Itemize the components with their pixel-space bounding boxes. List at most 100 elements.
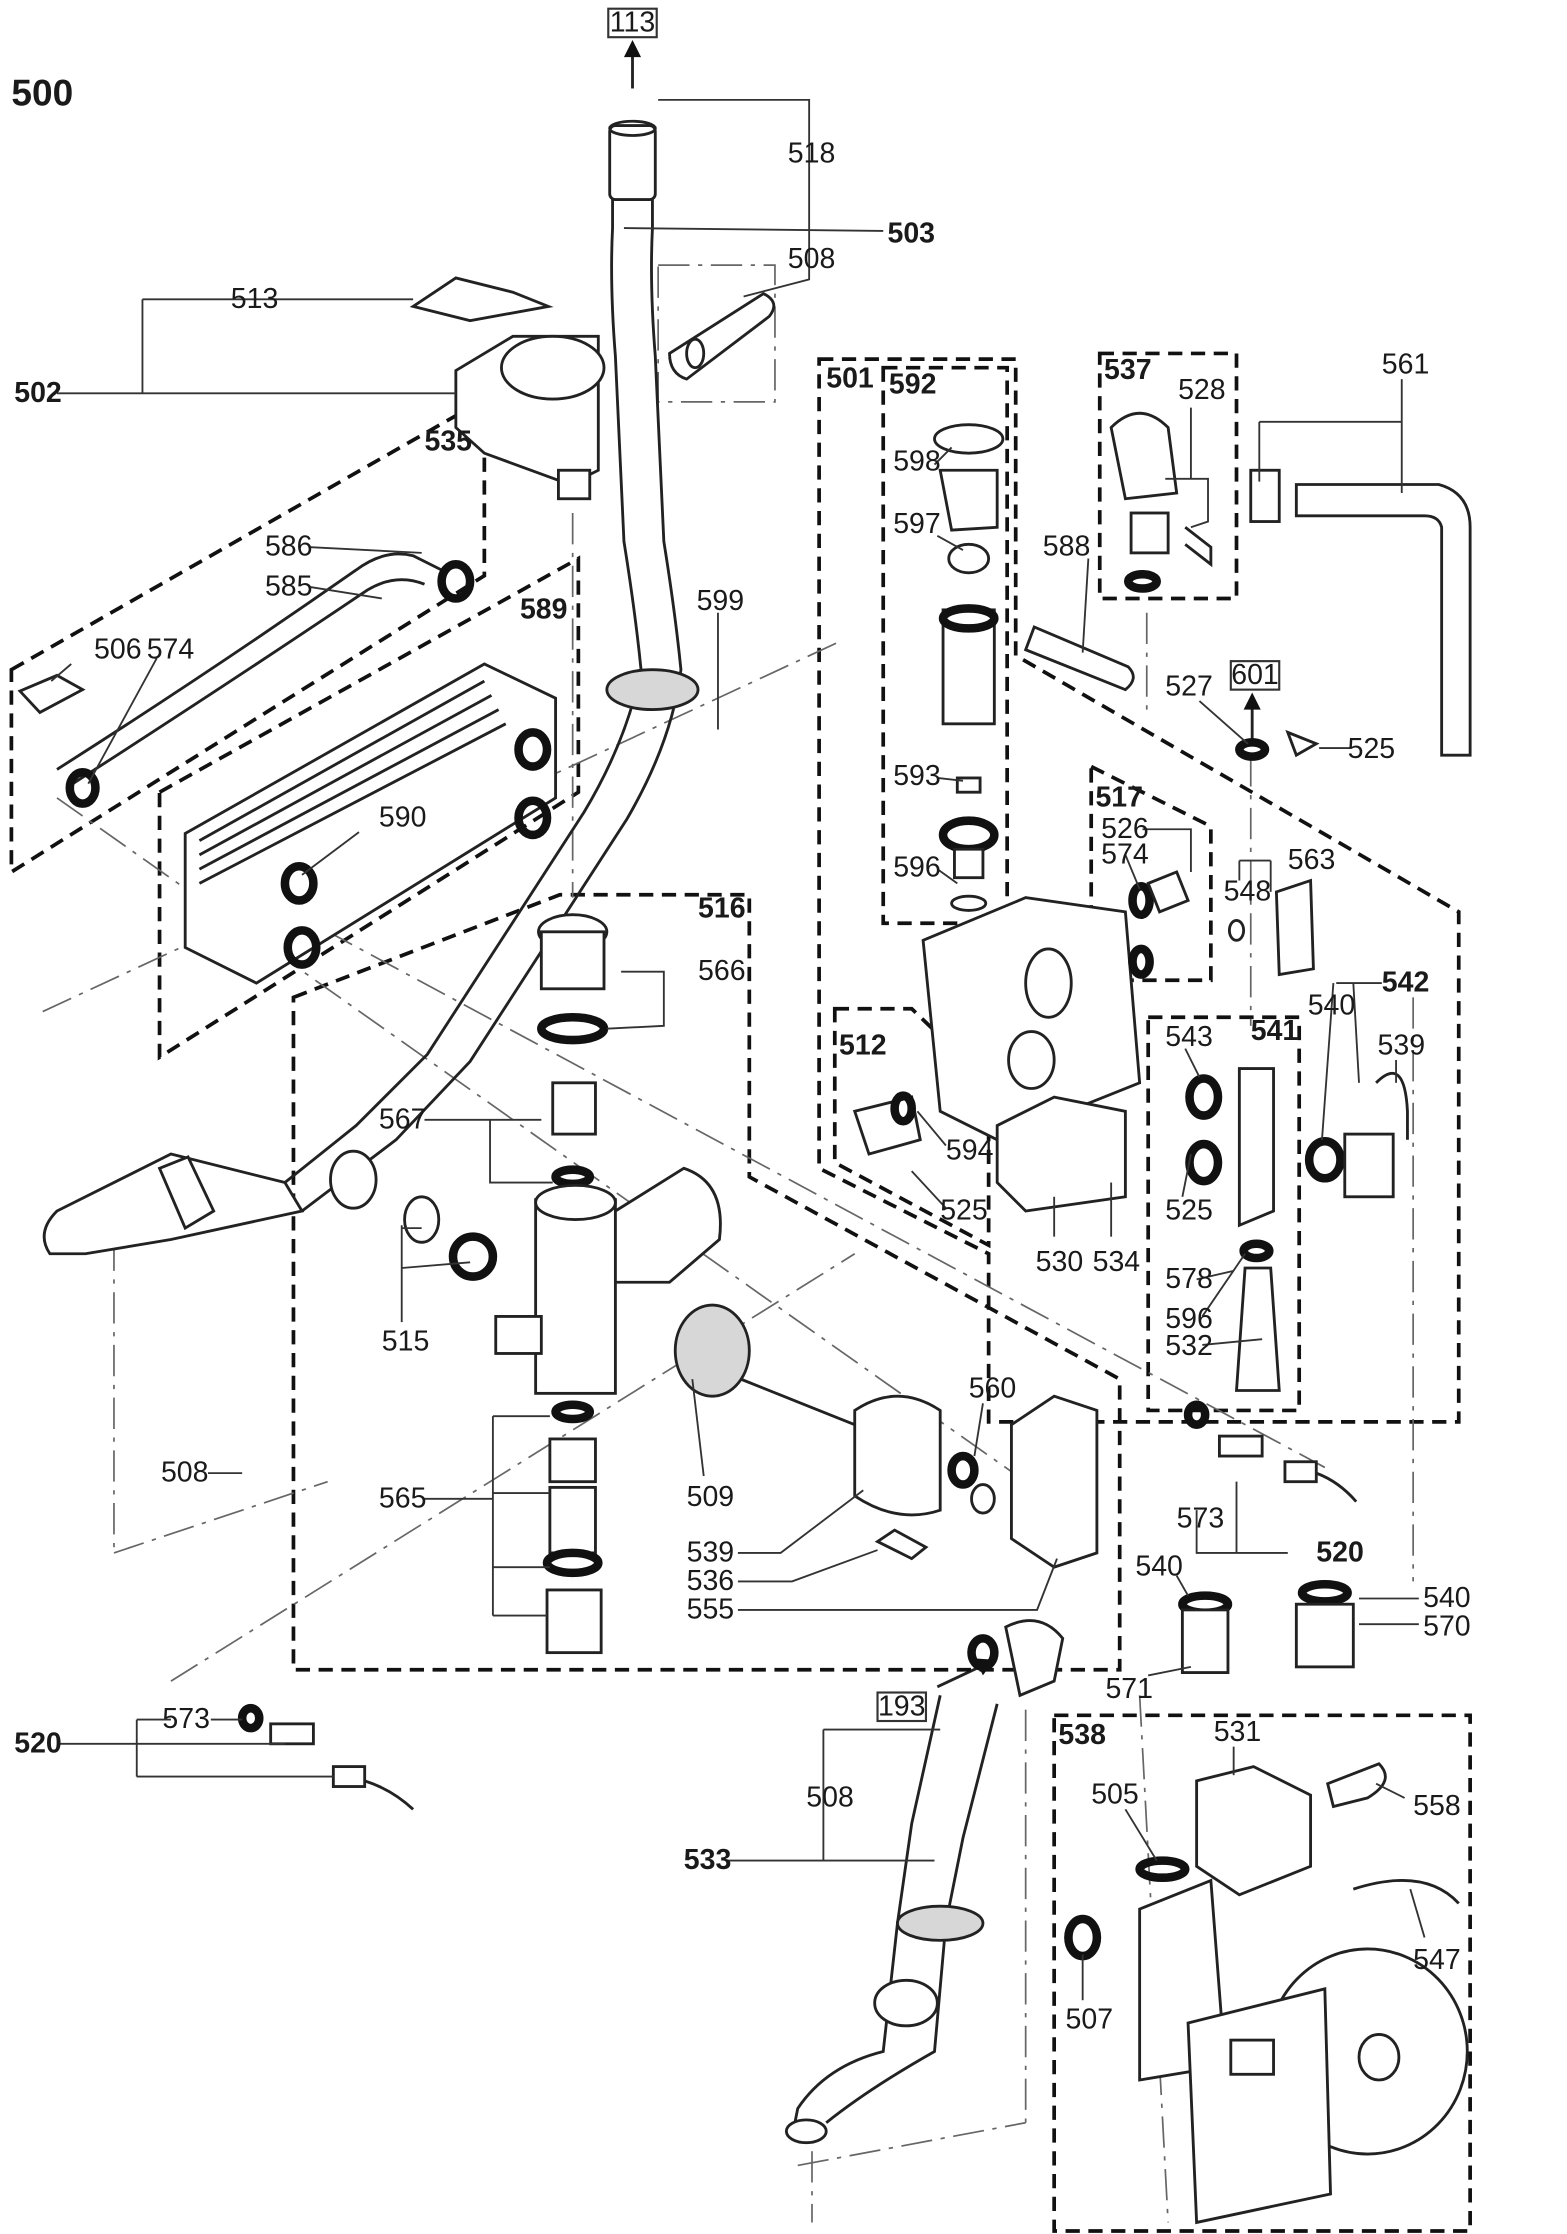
- label-537: 537: [1104, 354, 1152, 386]
- label-593: 593: [893, 760, 941, 792]
- label-538: 538: [1058, 1719, 1106, 1751]
- label-517: 517: [1095, 781, 1143, 813]
- label-508: 508: [161, 1457, 209, 1489]
- ref-193: 193: [876, 1658, 995, 1722]
- label-536: 536: [687, 1565, 735, 1597]
- label-505: 505: [1091, 1779, 1139, 1811]
- label-540: 540: [1135, 1551, 1183, 1583]
- label-596: 596: [1165, 1303, 1213, 1335]
- label-527: 527: [1165, 670, 1213, 702]
- group-538-box: [1052, 1713, 1472, 2233]
- label-507: 507: [1066, 2004, 1114, 2036]
- label-589: 589: [520, 593, 568, 625]
- part-heat-exchanger-502: [409, 276, 606, 501]
- label-597: 597: [893, 508, 941, 540]
- label-590: 590: [379, 801, 427, 833]
- label-573: 573: [162, 1703, 210, 1735]
- label-543: 543: [1165, 1021, 1213, 1053]
- part-563-valve: [1274, 878, 1315, 977]
- label-558: 558: [1413, 1790, 1461, 1822]
- part-valve-541: [1185, 1067, 1409, 1392]
- label-539: 539: [687, 1536, 735, 1568]
- group-537-box: [1097, 351, 1239, 601]
- part-pump-538: [1064, 1762, 1469, 2225]
- group-516-box: [291, 892, 1122, 1672]
- label-525: 525: [1165, 1195, 1213, 1227]
- label-532: 532: [1165, 1330, 1213, 1362]
- part-valve-body-516: [329, 913, 1099, 1655]
- part-sensor-573-left: [237, 1703, 415, 1811]
- label-520: 520: [14, 1727, 62, 1759]
- label-596: 596: [893, 851, 941, 883]
- label-525: 525: [1348, 733, 1396, 765]
- label-599: 599: [697, 585, 745, 617]
- part-588-clip: [1023, 625, 1135, 692]
- label-508: 508: [806, 1781, 854, 1813]
- label-518: 518: [788, 138, 836, 170]
- label-547: 547: [1413, 1944, 1461, 1976]
- group-501-box: [817, 357, 1461, 1424]
- centerlines: [42, 512, 1415, 2223]
- label-516: 516: [698, 893, 746, 925]
- label-555: 555: [687, 1593, 735, 1625]
- leader-lines: [50, 98, 1426, 2001]
- part-bypass-pipe-585: [17, 552, 475, 808]
- svg-text:193: 193: [878, 1690, 926, 1722]
- group-535-box: [9, 405, 487, 876]
- part-513: [409, 276, 554, 323]
- label-513: 513: [231, 283, 279, 315]
- label-525: 525: [940, 1195, 988, 1227]
- part-filter-592: [933, 423, 1005, 912]
- label-563: 563: [1288, 844, 1336, 876]
- part-558-clip: [1325, 1762, 1387, 1809]
- part-506-clip: [17, 673, 86, 715]
- label-567: 567: [379, 1103, 427, 1135]
- label-560: 560: [969, 1373, 1017, 1405]
- part-labels: 518 503 508 513 502 535 586 585 589 506 …: [14, 138, 1470, 2036]
- label-530: 530: [1036, 1246, 1084, 1278]
- label-515: 515: [382, 1326, 430, 1358]
- group-512-box: [832, 1006, 991, 1249]
- group-589-box: [157, 555, 581, 1061]
- label-541: 541: [1251, 1015, 1299, 1047]
- label-594: 594: [946, 1135, 994, 1167]
- part-couplings-540: [1178, 1579, 1355, 1674]
- label-598: 598: [893, 445, 941, 477]
- svg-text:601: 601: [1231, 659, 1279, 691]
- group-outlines: [9, 264, 1472, 2233]
- label-528: 528: [1178, 374, 1226, 406]
- part-manifold-501: [852, 896, 1142, 1213]
- group-541-box: [1146, 1015, 1302, 1413]
- label-508: 508: [788, 243, 836, 275]
- label-509: 509: [687, 1481, 735, 1513]
- label-578: 578: [1165, 1263, 1213, 1295]
- part-pipe-503: [42, 119, 700, 1256]
- label-592: 592: [889, 368, 937, 400]
- label-501: 501: [826, 363, 874, 395]
- label-531: 531: [1214, 1716, 1262, 1748]
- label-526: 526: [1101, 813, 1149, 845]
- part-diverter-503-inset: [668, 291, 776, 381]
- label-503: 503: [887, 217, 935, 249]
- figure-number: 500: [11, 72, 73, 114]
- part-return-pipe-533: [784, 1619, 1065, 2145]
- label-570: 570: [1423, 1611, 1471, 1643]
- part-plate-heat-exchanger-590: [183, 662, 557, 985]
- label-502: 502: [14, 377, 62, 409]
- label-512: 512: [839, 1029, 887, 1061]
- label-548: 548: [1224, 875, 1272, 907]
- label-540: 540: [1308, 989, 1356, 1021]
- label-585: 585: [265, 571, 313, 603]
- label-573: 573: [1177, 1502, 1225, 1534]
- svg-text:113: 113: [610, 6, 655, 38]
- label-571: 571: [1105, 1673, 1153, 1705]
- label-588: 588: [1043, 531, 1091, 563]
- label-542: 542: [1382, 967, 1430, 999]
- part-pressure-relief-561: [1023, 468, 1472, 761]
- label-574: 574: [147, 633, 195, 665]
- label-565: 565: [379, 1482, 427, 1514]
- label-506: 506: [94, 633, 142, 665]
- part-valve-517: [1128, 870, 1315, 979]
- part-530-bracket: [995, 1095, 1127, 1213]
- part-sensor-573-right: [1183, 1400, 1358, 1503]
